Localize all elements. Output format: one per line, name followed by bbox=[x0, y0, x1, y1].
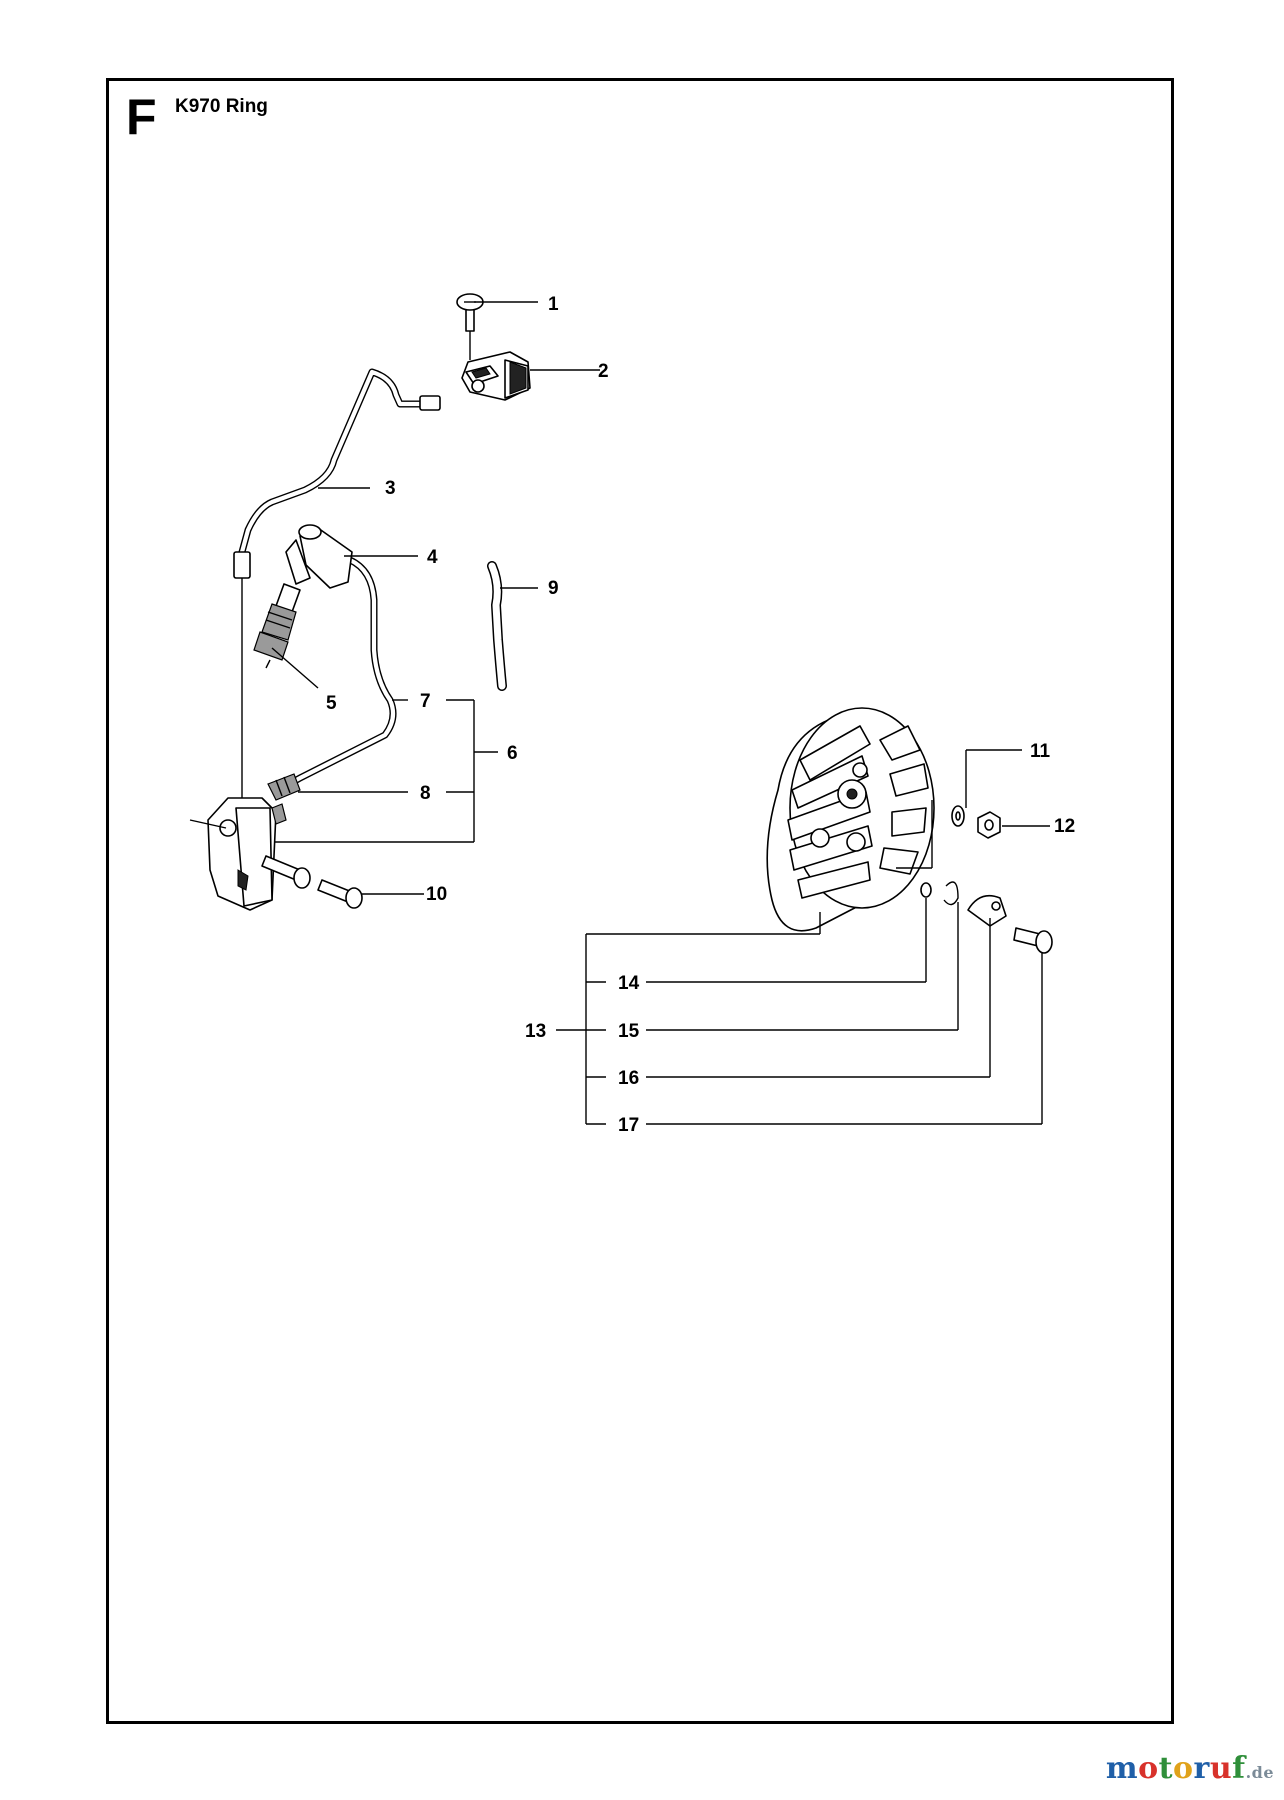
callout-5[interactable]: 5 bbox=[326, 693, 337, 714]
part-screw-17[interactable] bbox=[1013, 927, 1053, 954]
part-washer-14[interactable] bbox=[920, 882, 932, 898]
watermark-tld: .de bbox=[1245, 1763, 1274, 1782]
watermark-name: motoruf bbox=[1106, 1751, 1246, 1786]
callout-14[interactable]: 14 bbox=[618, 973, 640, 994]
callout-10[interactable]: 10 bbox=[426, 884, 447, 905]
callout-9[interactable]: 9 bbox=[548, 578, 559, 599]
part-pawl-16[interactable] bbox=[967, 894, 1007, 927]
part-spring-15[interactable] bbox=[943, 881, 959, 906]
part-hose-9[interactable] bbox=[487, 561, 507, 691]
part-spark-plug-5[interactable] bbox=[253, 583, 301, 669]
watermark-letter: f bbox=[1232, 1751, 1246, 1786]
callout-15[interactable]: 15 bbox=[618, 1021, 640, 1042]
callout-13[interactable]: 13 bbox=[525, 1021, 546, 1042]
part-ignition-module-7[interactable] bbox=[189, 797, 287, 911]
part-cable-3[interactable] bbox=[233, 368, 441, 820]
part-screws-10[interactable] bbox=[261, 855, 363, 909]
callout-8[interactable]: 8 bbox=[420, 783, 431, 804]
callout-6[interactable]: 6 bbox=[507, 743, 518, 764]
motoruf-watermark: motoruf.de bbox=[1106, 1751, 1274, 1786]
part-plug-end-8[interactable] bbox=[267, 773, 301, 801]
watermark-letter: t bbox=[1158, 1751, 1174, 1786]
watermark-letter: r bbox=[1193, 1751, 1210, 1786]
callout-2[interactable]: 2 bbox=[598, 361, 609, 382]
callout-7[interactable]: 7 bbox=[420, 691, 431, 712]
section-letter: F bbox=[126, 89, 157, 145]
diagram-title: K970 Ring bbox=[175, 96, 268, 117]
callout-11[interactable]: 11 bbox=[1030, 741, 1051, 762]
part-washer-11[interactable] bbox=[951, 805, 965, 827]
callout-17[interactable]: 17 bbox=[618, 1115, 639, 1136]
callout-4[interactable]: 4 bbox=[427, 547, 438, 568]
watermark-letter: m bbox=[1105, 1751, 1139, 1786]
part-nut-12[interactable] bbox=[977, 811, 1001, 839]
part-screw-1[interactable] bbox=[456, 293, 484, 360]
part-ht-lead-4[interactable] bbox=[276, 524, 397, 798]
callout-1[interactable]: 1 bbox=[548, 294, 559, 315]
callout-12[interactable]: 12 bbox=[1054, 816, 1075, 837]
watermark-letter: o bbox=[1138, 1751, 1159, 1786]
callout-numbers: 1 2 3 4 5 6 7 8 9 10 11 12 13 14 15 16 1… bbox=[326, 294, 1075, 1136]
watermark-letter: o bbox=[1173, 1751, 1194, 1786]
part-flywheel-13[interactable] bbox=[766, 707, 935, 932]
callout-3[interactable]: 3 bbox=[385, 478, 396, 499]
part-switch-2[interactable] bbox=[461, 351, 531, 401]
callout-16[interactable]: 16 bbox=[618, 1068, 639, 1089]
leader-lines bbox=[271, 301, 1050, 1125]
diagram-frame bbox=[106, 78, 1174, 1724]
watermark-letter: u bbox=[1209, 1751, 1233, 1786]
